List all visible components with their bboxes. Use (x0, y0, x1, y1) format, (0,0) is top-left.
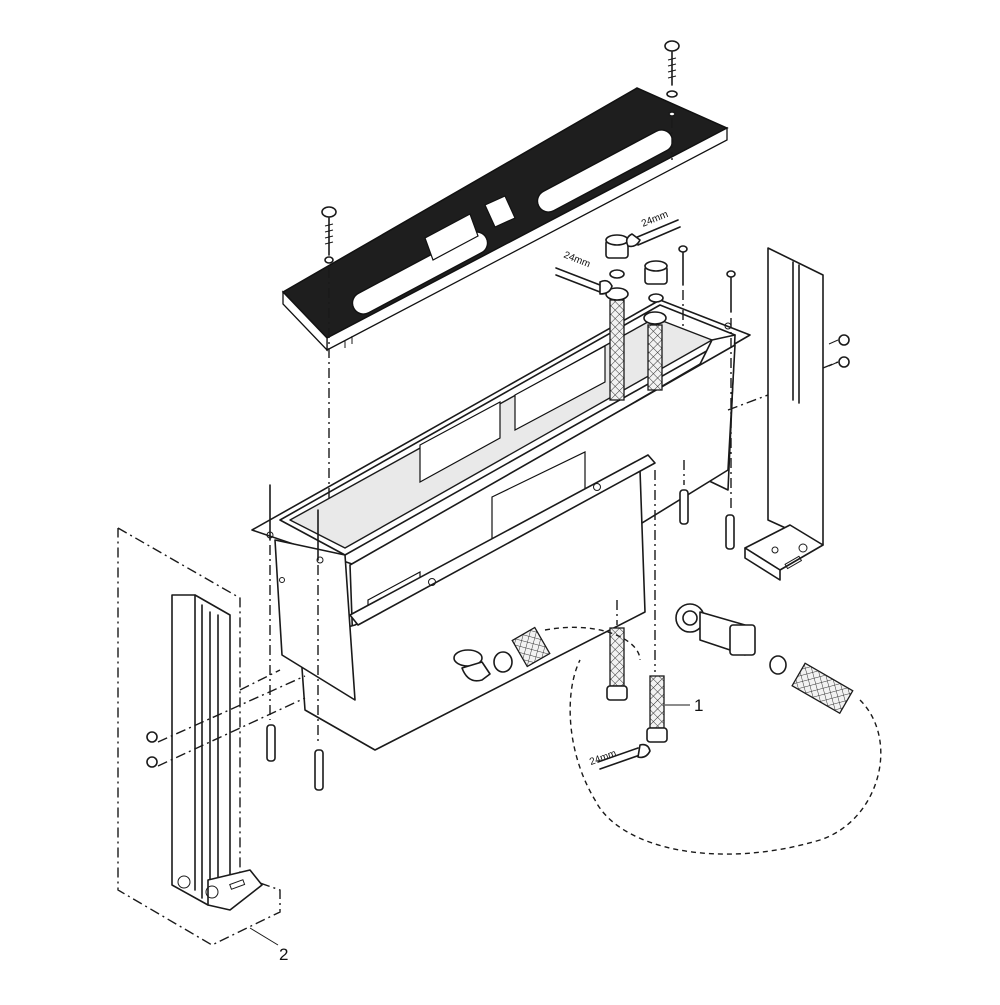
drain-outlet-fitting (453, 626, 551, 682)
svg-text:24mm: 24mm (562, 250, 592, 271)
callout-2: 2 (249, 927, 288, 964)
svg-text:1: 1 (694, 696, 703, 715)
water-inlet-connector (675, 603, 854, 715)
left-side-bracket (171, 594, 263, 911)
plate-slot-left (351, 231, 489, 315)
bracket-bolts-right (828, 334, 850, 368)
plate-slot-right (536, 129, 674, 213)
svg-text:2: 2 (279, 945, 288, 964)
valve-fittings (605, 234, 668, 303)
flexible-supply-hoses (605, 287, 667, 401)
cover-screw-right (664, 40, 680, 117)
wrench-24mm-top-right: 24mm (625, 209, 681, 248)
left-wall-panel-outline (117, 527, 281, 946)
housing-screws-right (678, 245, 736, 313)
callout-1: 1 (665, 696, 703, 715)
wrench-24mm-bottom: 24mm (588, 743, 651, 770)
alignment-lines (157, 118, 839, 767)
hose-routing-outline (544, 626, 882, 855)
cover-screw-left (321, 206, 337, 264)
svg-text:24mm: 24mm (640, 209, 670, 230)
wrench-24mm-top-left: 24mm (555, 250, 613, 295)
mounting-box-housing (251, 299, 751, 751)
bracket-bolts-left (146, 731, 158, 768)
supply-hose-lower (606, 627, 668, 743)
top-cover-plate (281, 87, 729, 352)
wall-anchors (266, 484, 735, 791)
right-side-bracket (744, 247, 824, 581)
